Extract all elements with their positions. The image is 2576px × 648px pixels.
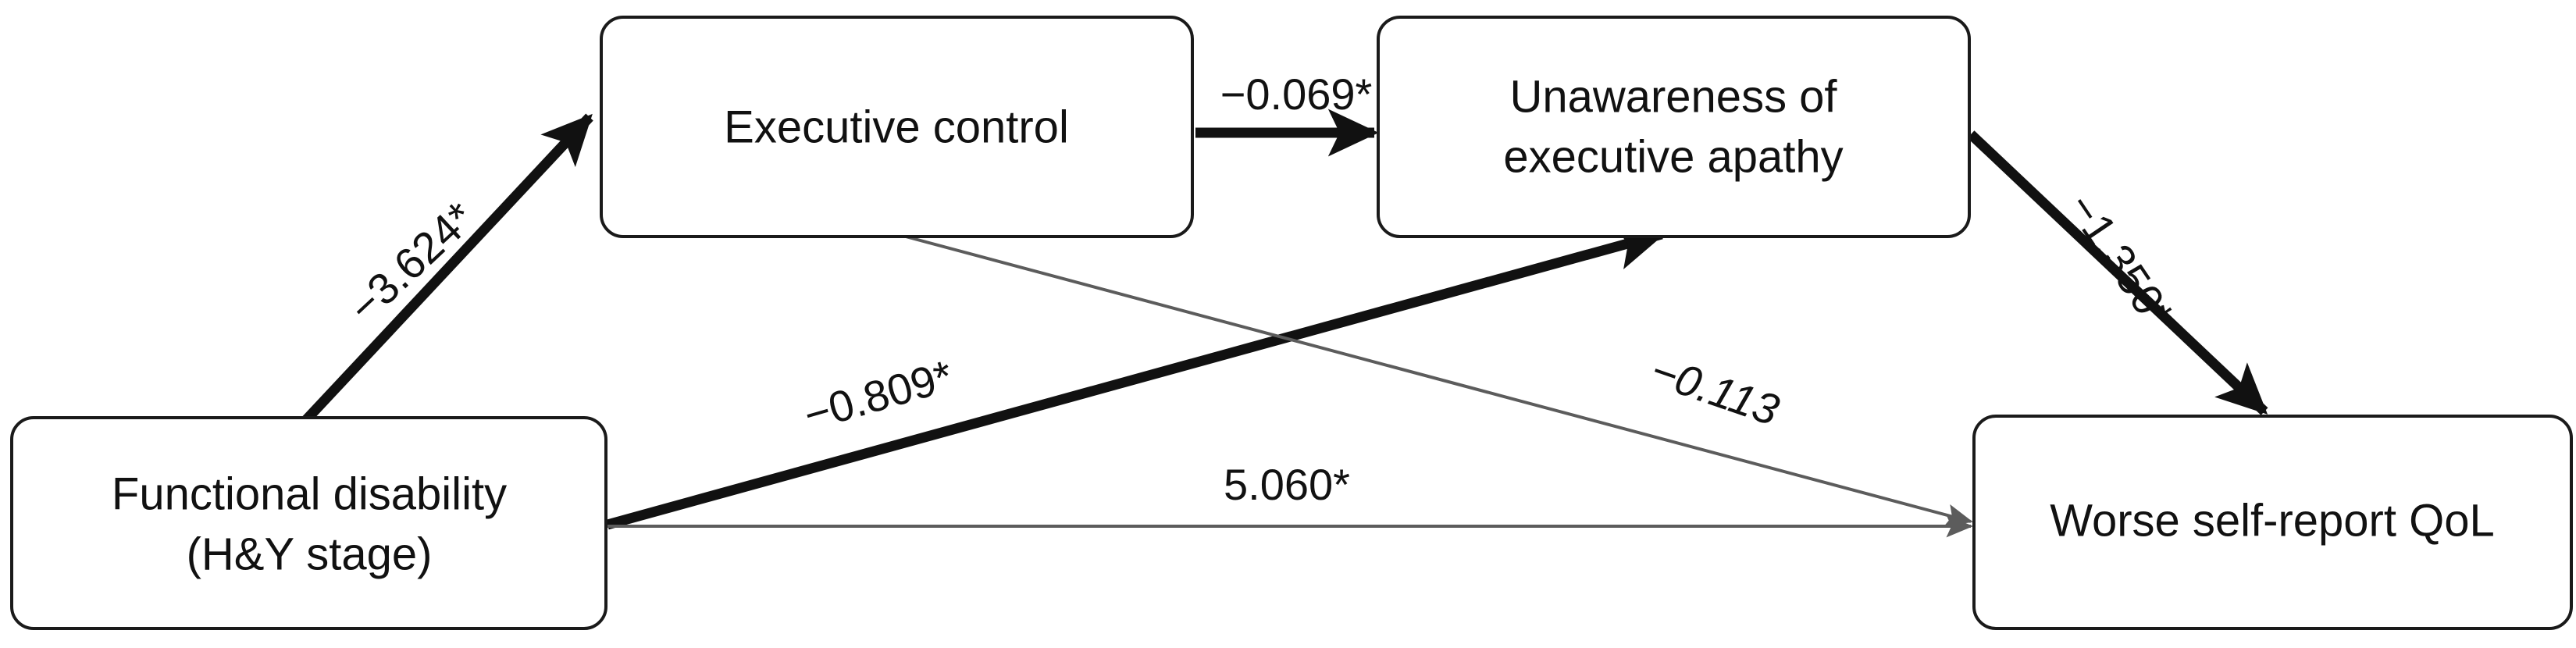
node-label-unawareness-line2: executive apathy <box>1503 131 1843 182</box>
node-worse-self-report-qol[interactable]: Worse self-report QoL <box>1972 415 2573 630</box>
path-line-disability-to-unawareness <box>606 223 1666 530</box>
node-functional-disability[interactable]: Functional disability (H&Y stage) <box>10 416 607 630</box>
path-disability-to-unawareness <box>606 223 1666 530</box>
path-unawareness-to-qol <box>1967 130 2268 415</box>
node-label-functional-disability-line2: (H&Y stage) <box>187 529 433 579</box>
path-label-executive-control-to-unawareness: −0.069* <box>1220 69 1373 119</box>
path-label-disability-to-unawareness: −0.809* <box>798 351 957 440</box>
node-label-executive-control: Executive control <box>724 101 1069 152</box>
node-box-executive-control[interactable] <box>600 16 1194 238</box>
node-box-functional-disability[interactable] <box>10 416 607 630</box>
node-unawareness-of-executive-apathy[interactable]: Unawareness of executive apathy <box>1377 16 1971 238</box>
path-label-disability-to-qol: 5.060* <box>1224 460 1350 509</box>
path-line-unawareness-to-qol <box>1967 130 2268 415</box>
path-executive-control-to-qol <box>905 235 1973 526</box>
path-line-executive-control-to-qol <box>905 235 1973 526</box>
node-box-unawareness-of-executive-apathy[interactable] <box>1377 16 1971 238</box>
node-executive-control[interactable]: Executive control <box>600 16 1194 238</box>
path-label-executive-control-to-qol: −0.113 <box>1644 345 1785 434</box>
node-label-functional-disability-line1: Functional disability <box>112 468 507 519</box>
path-label-unawareness-to-qol: −1.350* <box>2058 184 2184 338</box>
node-box-worse-self-report-qol[interactable] <box>1972 415 2573 630</box>
node-label-unawareness-line1: Unawareness of <box>1509 71 1837 122</box>
path-line-disability-to-executive-control <box>301 113 593 425</box>
node-label-worse-self-report-qol: Worse self-report QoL <box>2050 495 2494 546</box>
path-disability-to-executive-control <box>301 113 593 425</box>
